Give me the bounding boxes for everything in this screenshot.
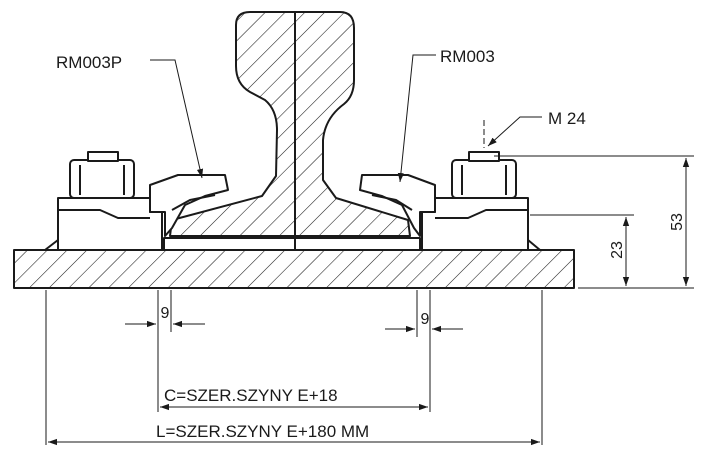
- base-plate: [13, 249, 575, 289]
- dimension-c: C=SZER.SZYNY E+18: [160, 386, 428, 411]
- dimension-9-left: 9: [125, 305, 205, 328]
- rail-section: [169, 11, 411, 237]
- label-m24: M 24: [487, 109, 586, 147]
- left-baseplate-shoulder: [44, 197, 163, 251]
- rail-pad: [163, 237, 421, 251]
- gap-left-text: 9: [161, 305, 170, 322]
- dimension-l: L=SZER.SZYNY E+180 MM: [48, 422, 540, 446]
- clip-left-label: RM003P: [56, 53, 122, 72]
- left-clip: [149, 174, 229, 237]
- left-bolt: [69, 151, 135, 199]
- right-clip: [359, 174, 436, 237]
- right-baseplate-shoulder: [421, 197, 541, 251]
- dimension-9-right: 9: [385, 311, 463, 333]
- dimension-23: 23: [530, 214, 634, 286]
- dimension-53: 53: [494, 155, 694, 289]
- l-width-text: L=SZER.SZYNY E+180 MM: [156, 422, 369, 441]
- label-rm003: RM003: [397, 47, 495, 183]
- height-23-text: 23: [609, 241, 626, 259]
- c-width-text: C=SZER.SZYNY E+18: [164, 386, 338, 405]
- clip-right-label: RM003: [440, 47, 495, 66]
- gap-right-text: 9: [421, 311, 430, 328]
- bolt-label: M 24: [548, 109, 586, 128]
- right-bolt: [451, 120, 517, 199]
- height-53-text: 53: [669, 213, 686, 231]
- label-rm003p: RM003P: [56, 53, 204, 179]
